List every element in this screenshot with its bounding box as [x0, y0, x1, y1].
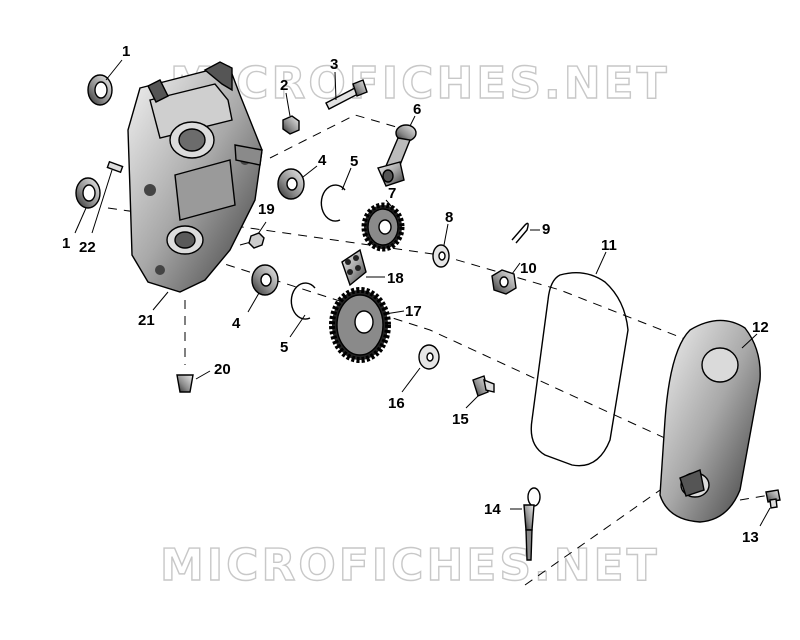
castle-nut	[491, 269, 517, 295]
callout-10: 10	[520, 260, 537, 277]
snap-ring-lower	[290, 282, 316, 320]
washer-upper	[277, 168, 305, 200]
washer-lower	[251, 264, 279, 296]
seal-lower	[75, 177, 101, 209]
callout-16: 16	[388, 395, 405, 412]
chaincase-housing	[127, 61, 263, 293]
callout-2: 2	[280, 77, 288, 94]
callout-5-upper: 5	[350, 153, 358, 170]
watermark-bottom: MICROFICHES.NET	[160, 540, 660, 591]
callout-1-lower: 1	[62, 235, 70, 252]
dowel-pin	[106, 160, 124, 174]
watermark-top: MICROFICHES.NET	[170, 58, 670, 109]
callout-labels: 1 1 2 3 4 4 5 5 6 7 8 9 10 11 12 13 14 1…	[62, 43, 769, 546]
callout-19: 19	[258, 201, 275, 218]
callout-12: 12	[752, 319, 769, 336]
callout-6: 6	[413, 101, 421, 118]
dipstick	[523, 487, 541, 561]
chaincase-cover	[659, 319, 761, 523]
cover-gasket	[530, 272, 629, 467]
callout-3: 3	[330, 56, 338, 73]
callout-7: 7	[388, 185, 396, 202]
callout-9: 9	[542, 221, 550, 238]
drive-chain-link	[341, 248, 367, 287]
callout-8: 8	[445, 209, 453, 226]
callout-14: 14	[484, 501, 501, 518]
callout-18: 18	[387, 270, 404, 287]
callout-13: 13	[742, 529, 759, 546]
washer-8	[432, 244, 450, 268]
shift-lever	[377, 124, 417, 187]
large-sprocket	[329, 287, 391, 363]
callout-5-lower: 5	[280, 339, 288, 356]
hex-nut-2	[282, 115, 300, 135]
bolt-13	[765, 489, 781, 509]
callout-21: 21	[138, 312, 155, 329]
axis-lower	[149, 239, 681, 446]
small-nut-19	[248, 232, 265, 249]
snap-ring-upper	[320, 184, 346, 222]
long-bolt	[325, 79, 368, 110]
axis-nut19	[239, 239, 259, 246]
leader-lines	[74, 59, 771, 527]
callout-22: 22	[79, 239, 96, 256]
callout-4-lower: 4	[232, 315, 241, 332]
callout-1-upper: 1	[122, 43, 130, 60]
callout-15: 15	[452, 411, 469, 428]
axis-upper	[107, 207, 701, 346]
seal-upper	[87, 74, 113, 106]
bolt-15	[472, 375, 495, 397]
callout-4-upper: 4	[318, 152, 327, 169]
callout-11: 11	[601, 237, 617, 254]
cotter-pin	[511, 222, 529, 244]
callout-20: 20	[214, 361, 231, 378]
small-sprocket	[361, 202, 405, 252]
washer-16	[418, 344, 440, 370]
drain-plug	[176, 374, 194, 393]
axis-bolt13	[739, 494, 771, 501]
callout-17: 17	[405, 303, 422, 320]
